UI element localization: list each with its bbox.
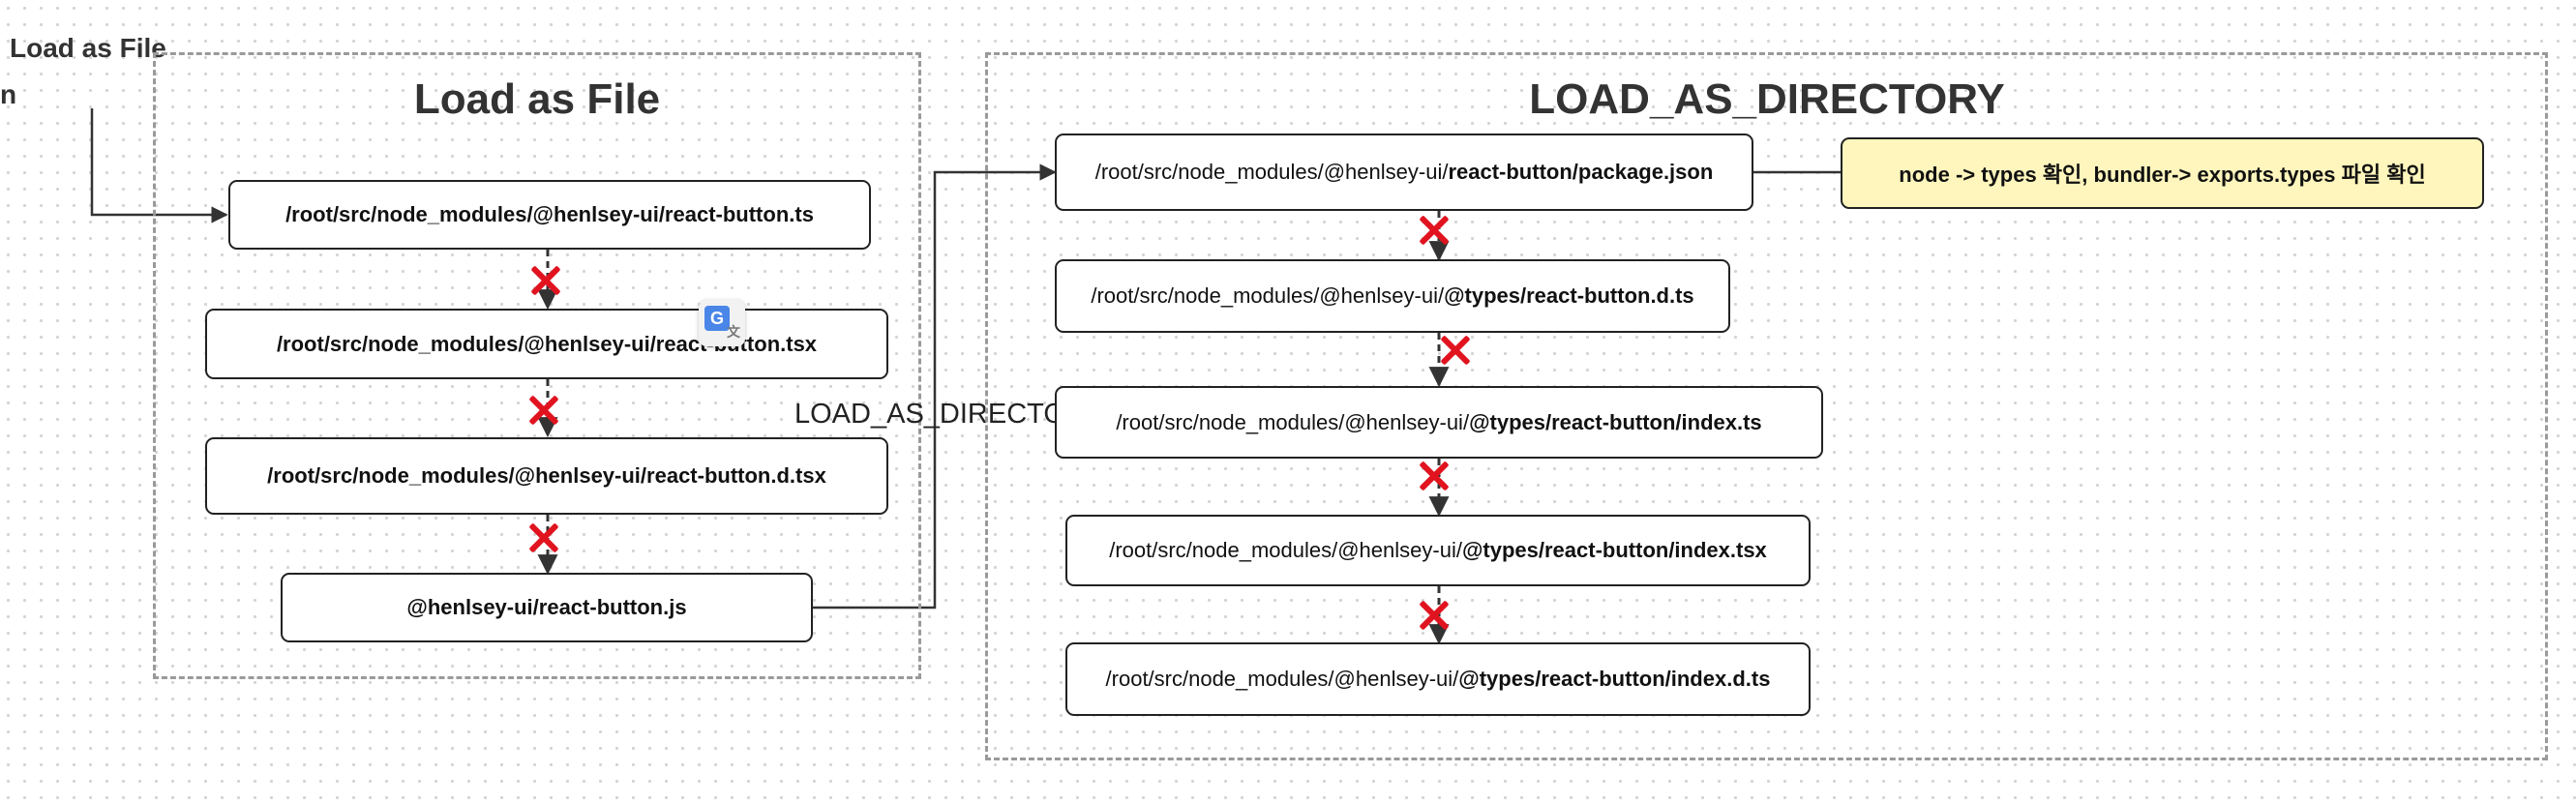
cross-mark-icon	[529, 264, 562, 297]
dir-node-package-json[interactable]: /root/src/node_modules/@henlsey-ui/react…	[1055, 134, 1753, 211]
dir-node-prefix: /root/src/node_modules/@henlsey-ui/	[1116, 409, 1470, 434]
dir-node-strong: @types/react-button/index.ts	[1469, 409, 1762, 434]
connector-to-directory	[813, 164, 1057, 610]
load-as-directory-group	[985, 52, 2548, 760]
edge-label-left-partial: n	[0, 79, 17, 109]
load-as-directory-title: LOAD_AS_DIRECTORY	[1529, 75, 2005, 123]
dir-node-strong: react-button/package.json	[1448, 160, 1714, 184]
connector-label: LOAD_AS_DIRECTORY	[794, 399, 1104, 430]
dir-node-strong: @types/react-button.d.ts	[1444, 283, 1694, 308]
load-as-file-title: Load as File	[413, 75, 661, 123]
cross-mark-icon	[1418, 599, 1451, 632]
file-node-d-tsx[interactable]: /root/src/node_modules/@henlsey-ui/react…	[205, 437, 888, 515]
file-node-tsx[interactable]: /root/src/node_modules/@henlsey-ui/react…	[205, 309, 888, 379]
dir-node-prefix: /root/src/node_modules/@henlsey-ui/	[1091, 283, 1445, 308]
dir-node-types-d-ts[interactable]: /root/src/node_modules/@henlsey-ui/@type…	[1055, 259, 1730, 333]
dir-node-prefix: /root/src/node_modules/@henlsey-ui/	[1105, 667, 1459, 691]
file-node-ts[interactable]: /root/src/node_modules/@henlsey-ui/react…	[228, 180, 871, 250]
file-node-js[interactable]: @henlsey-ui/react-button.js	[281, 573, 813, 642]
dir-node-strong: @types/react-button/index.tsx	[1461, 538, 1767, 562]
cross-mark-icon	[527, 394, 560, 427]
cross-mark-icon	[527, 521, 560, 554]
dir-node-index-ts[interactable]: /root/src/node_modules/@henlsey-ui/@type…	[1055, 386, 1823, 459]
dir-node-prefix: /root/src/node_modules/@henlsey-ui/	[1109, 538, 1462, 562]
note-types-exports[interactable]: node -> types 확인, bundler-> exports.type…	[1841, 137, 2484, 209]
dir-node-index-d-ts[interactable]: /root/src/node_modules/@henlsey-ui/@type…	[1065, 642, 1811, 716]
load-as-file-group	[153, 52, 921, 679]
edge-label-top-left: Load as File	[10, 33, 166, 63]
cross-mark-icon	[1439, 334, 1472, 367]
dir-node-index-tsx[interactable]: /root/src/node_modules/@henlsey-ui/@type…	[1065, 515, 1811, 586]
connector-entry	[90, 108, 228, 223]
cross-mark-icon	[1418, 214, 1451, 247]
dir-node-strong: @types/react-button/index.d.ts	[1458, 667, 1771, 691]
cross-mark-icon	[1418, 460, 1451, 492]
dir-node-prefix: /root/src/node_modules/@henlsey-ui/	[1094, 160, 1449, 184]
